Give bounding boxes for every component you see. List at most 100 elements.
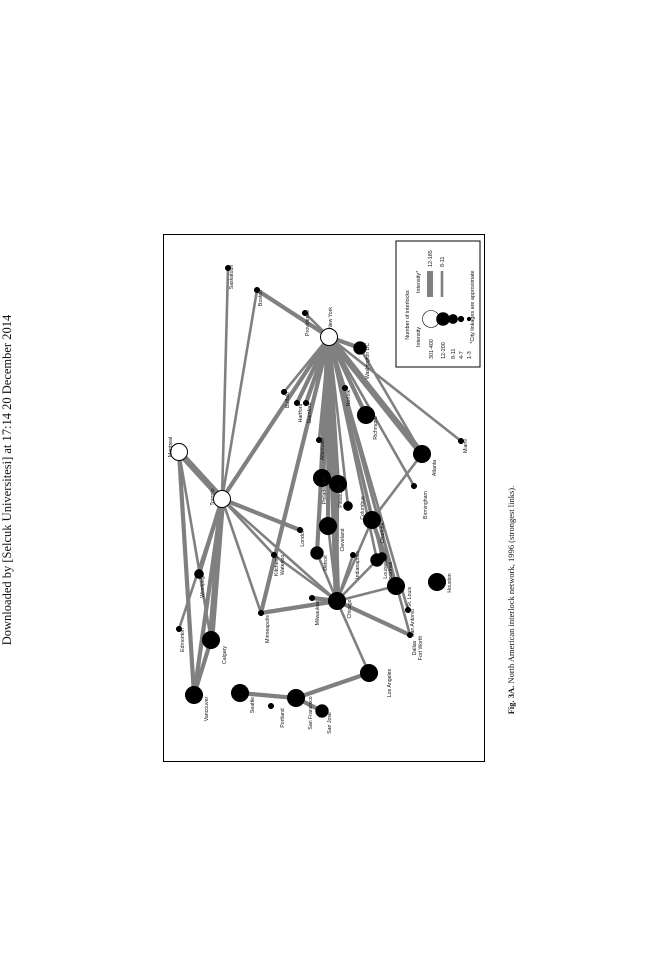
label-toronto: Toronto [210, 488, 216, 505]
link-new-york-minneapolis [258, 336, 332, 614]
node-calgary [201, 630, 221, 650]
link-chicago-pittsburgh [335, 483, 340, 602]
link-toronto-vancouver [191, 498, 225, 696]
label-los-angeles: Los Angeles [387, 668, 393, 697]
label-montreal: Montreal [168, 437, 174, 457]
node-birmingham [410, 482, 418, 490]
node-london [296, 526, 304, 534]
node-cleveland [318, 516, 338, 536]
link-atlanta-charlotte [370, 453, 424, 521]
link-new-york-atlanta [326, 334, 425, 457]
link-toronto-chicago [221, 498, 338, 602]
node-columbus [343, 501, 353, 511]
label-edmonton: Edmonton [180, 628, 186, 652]
link-chicago-charlotte [335, 519, 374, 602]
link-toronto-london [221, 497, 301, 532]
link-new-york-detroit [314, 336, 332, 554]
label-indianapolis: Indianapolis [355, 551, 361, 579]
legend-node-row-2: 8-11 [451, 349, 457, 359]
label-saskatoon: Saskatoon [229, 265, 235, 290]
link-san-francisco-seattle [239, 690, 297, 701]
legend-node-swatch-3 [457, 315, 465, 323]
label-birmingham: Birmingham [423, 491, 429, 519]
node-montreal [170, 443, 188, 461]
node-edmonton [175, 625, 183, 633]
legend-node-row-1: 12-200 [441, 342, 447, 359]
link-toronto-boston [220, 289, 259, 500]
node-milwaukee [308, 594, 316, 602]
label-boston: Boston [258, 290, 264, 306]
label-seattle: Seattle [250, 697, 256, 713]
label-chicago: Chicago [347, 599, 353, 618]
link-chicago-cincinnati [336, 559, 378, 602]
link-new-york-columbus [327, 336, 350, 507]
legend-node-swatch-4 [466, 316, 472, 322]
link-chicago-los-angeles [335, 600, 371, 674]
legend-title: Number of interlocks [405, 290, 411, 340]
legend-link-row-0: 12-185 [428, 250, 434, 267]
link-toronto-minneapolis [220, 498, 263, 614]
node-miami [457, 437, 465, 445]
legend-node-row-4: 1-3 [467, 351, 473, 359]
link-chicago-minneapolis [260, 598, 338, 616]
link-new-york-allentown [317, 336, 331, 441]
link-montreal-vancouver [176, 451, 197, 696]
node-detroit [310, 546, 324, 560]
node-seattle [230, 683, 250, 703]
label-san-francisco: San Francisco [308, 696, 314, 729]
label-hartford: Hartford [298, 404, 304, 423]
label-cleveland: Cleveland [340, 528, 346, 551]
label-charlotte: Charlotte [380, 522, 386, 543]
link-toronto-saskatoon [220, 267, 230, 500]
legend-link-row-1: 8-11 [440, 257, 446, 267]
node-pittsburgh [328, 474, 348, 494]
node-philadelphia [312, 468, 332, 488]
label-norfolk: Norfolk [346, 389, 352, 406]
link-los-angeles-san-francisco [295, 671, 370, 700]
label-detroit: Detroit [323, 555, 329, 571]
node-washington-dc [353, 341, 367, 355]
node-chicago [327, 591, 347, 611]
node-winnipeg [194, 569, 204, 579]
label-miami: Miami [463, 439, 469, 453]
label-london: London [300, 529, 306, 546]
label-columbus: Columbus [360, 496, 366, 520]
label-kitchener-waterloo: KitchenerWaterloo [274, 554, 286, 576]
node-san-antonio [404, 606, 412, 614]
legend-note: *City linkages are approximate [470, 270, 476, 343]
node-atlanta [412, 444, 432, 464]
label-washington-dc: Washington DC [365, 343, 371, 379]
label-stamford: Stamford [307, 402, 313, 423]
label-san-jose: San Jose [327, 712, 333, 734]
node-san-jose [315, 704, 329, 718]
legend-node-row-3: 4-7 [459, 351, 465, 359]
label-providence: Providence [305, 310, 311, 336]
label-calgary: Calgary [222, 646, 228, 664]
link-new-york-san-antonio [327, 336, 410, 611]
legend-node-swatch-1 [436, 312, 450, 326]
node-boston [253, 286, 261, 294]
node-stamford [302, 399, 310, 407]
label-winnipeg: Winnipeg [200, 576, 206, 598]
label-atlanta: Atlanta [432, 460, 438, 476]
node-allentown [315, 436, 323, 444]
label-dallas-fort-worth: DallasFort Worth [412, 636, 424, 661]
link-new-york-miami [328, 335, 462, 443]
label-houston: Houston [447, 573, 453, 592]
link-toronto-montreal [176, 449, 225, 502]
node-buffalo [280, 388, 288, 396]
label-allentown: Allentown [320, 438, 326, 461]
legend-node-row-0: 301-400 [429, 339, 435, 359]
label-richmond: Richmond [373, 416, 379, 439]
label-new-york: New York [328, 307, 334, 329]
link-new-york-toronto [220, 335, 331, 501]
node-st-louis [386, 576, 406, 596]
link-calgary-vancouver [191, 639, 214, 696]
node-norfolk [341, 384, 349, 392]
label-cincinnati: Cincinnati [388, 562, 394, 585]
label-louisville: Louisville [383, 557, 389, 578]
